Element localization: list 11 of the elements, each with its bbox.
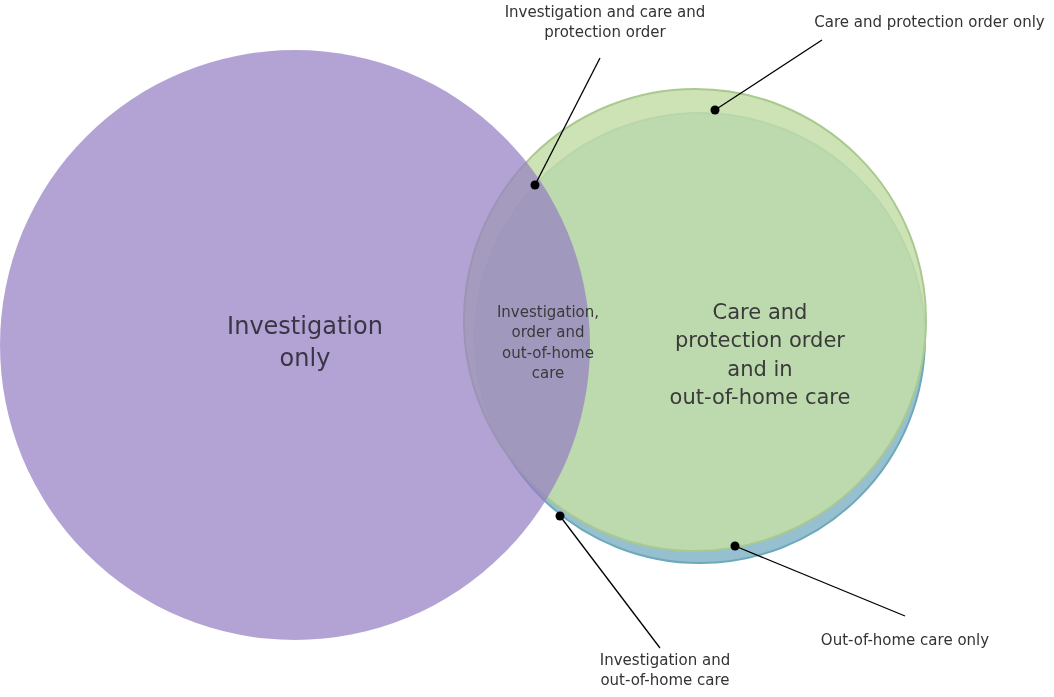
leader-line — [530, 57, 601, 190]
leader-line — [730, 541, 906, 617]
region-label: Care and protection order and in out-of-home care — [668, 299, 852, 412]
region-label: Investigation, order and out-of-home care — [495, 302, 601, 383]
callout-label: Out-of-home care only — [790, 630, 1020, 651]
callout-label: Investigation and out-of-home care — [580, 650, 750, 691]
region-label: Investigation only — [226, 311, 384, 375]
leader-line — [710, 39, 823, 115]
callout-label: Care and protection order only — [805, 12, 1054, 33]
leader-line — [555, 511, 661, 649]
callout-label: Investigation and care and protection order — [470, 2, 740, 43]
